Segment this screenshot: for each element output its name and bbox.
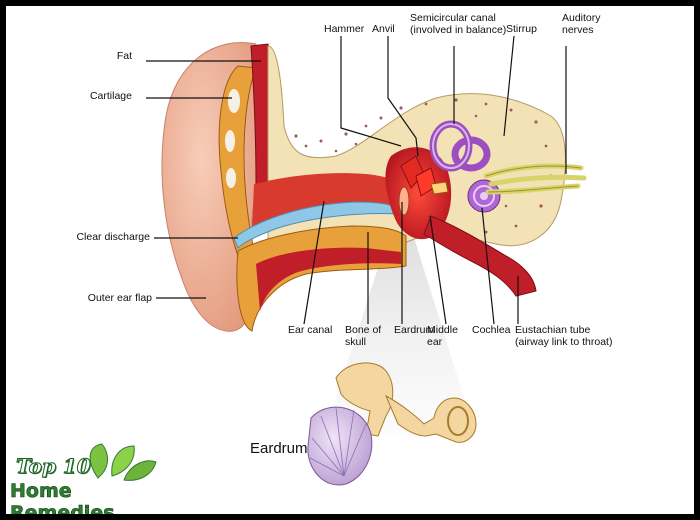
label-cartilage: Cartilage <box>89 90 132 102</box>
label-stirrup: Stirrup <box>506 23 537 35</box>
label-hammer: Hammer <box>324 23 365 35</box>
label-clear-discharge: Clear discharge <box>76 231 150 243</box>
logo-line2: Home Remedies <box>10 480 115 514</box>
diagram-frame: Fat Cartilage Clear discharge Outer ear … <box>6 6 694 514</box>
leader-lines <box>146 35 567 325</box>
logo-line1: Top 10 <box>16 454 92 479</box>
label-cochlea: Cochlea <box>472 324 511 336</box>
eustachian-tube-shape <box>423 215 537 297</box>
ear-anatomy-illustration <box>89 35 587 486</box>
cartilage-gap <box>225 130 235 152</box>
logo-leaf-icon <box>89 443 157 481</box>
lower-canal-tissue <box>256 247 401 311</box>
top10-home-remedies-logo: Top 10 Home Remedies <box>6 450 176 515</box>
label-semicircular-canal: Semicircular canal (involved in balance) <box>410 12 507 36</box>
label-fat: Fat <box>116 50 132 62</box>
label-anvil: Anvil <box>372 23 395 35</box>
ear-canal-shape <box>252 173 411 231</box>
inset-eardrum-label: Eardrum <box>250 440 308 457</box>
label-eustachian-tube: Eustachian tube (airway link to throat) <box>515 324 613 348</box>
label-eardrum: Eardrum <box>394 324 435 336</box>
label-middle-ear: Middle ear <box>427 324 458 348</box>
cartilage-gap <box>226 168 236 188</box>
label-bone-of-skull: Bone of skull <box>345 324 382 348</box>
eardrum-membrane <box>398 186 410 216</box>
stirrup-bone <box>430 181 449 195</box>
inset-ossicles <box>307 362 477 486</box>
semicircular-canals-highlight <box>432 123 470 169</box>
label-ear-canal: Ear canal <box>288 324 333 336</box>
cochlea-shape <box>467 179 501 213</box>
bone-speckles <box>294 98 553 248</box>
cartilage-gap <box>228 89 240 113</box>
label-auditory-nerves: Auditory nerves <box>562 12 601 36</box>
auditory-nerve-outline <box>485 165 582 193</box>
label-outer-ear-flap: Outer ear flap <box>87 292 152 304</box>
